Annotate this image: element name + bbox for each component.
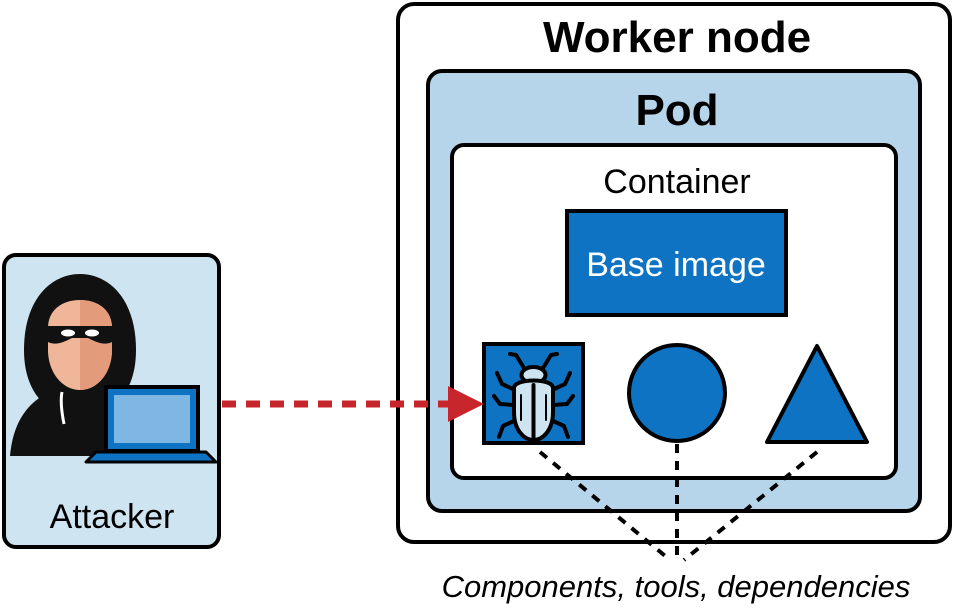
base-image-box: Base image xyxy=(565,209,788,317)
container-title: Container xyxy=(603,163,750,201)
circle-component xyxy=(627,343,727,443)
arrowhead-icon xyxy=(448,386,484,422)
attacker-label: Attacker xyxy=(50,498,175,536)
component-connectors xyxy=(538,444,819,562)
pod-title: Pod xyxy=(635,86,718,135)
components-caption: Components, tools, dependencies xyxy=(442,569,911,604)
laptop-icon xyxy=(84,385,218,464)
triangle-component xyxy=(765,344,869,444)
bug-icon xyxy=(492,352,575,442)
base-image-label: Base image xyxy=(586,246,766,284)
worker-node-title: Worker node xyxy=(543,13,811,62)
attack-arrow xyxy=(222,386,484,422)
bug-component xyxy=(482,342,585,445)
